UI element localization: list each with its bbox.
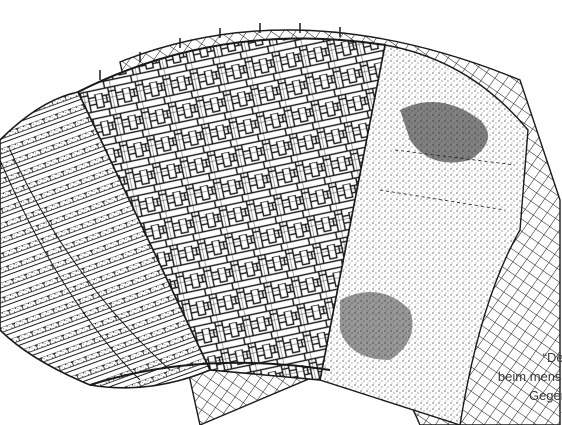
caption-text: “Der beim mensc Gegen v <box>442 348 562 425</box>
caption-line-4: v <box>442 405 562 424</box>
caption-line-2: beim mensc <box>442 367 562 386</box>
caption-line-1: “Der <box>442 348 562 367</box>
caption-line-3: Gegen <box>442 386 562 405</box>
